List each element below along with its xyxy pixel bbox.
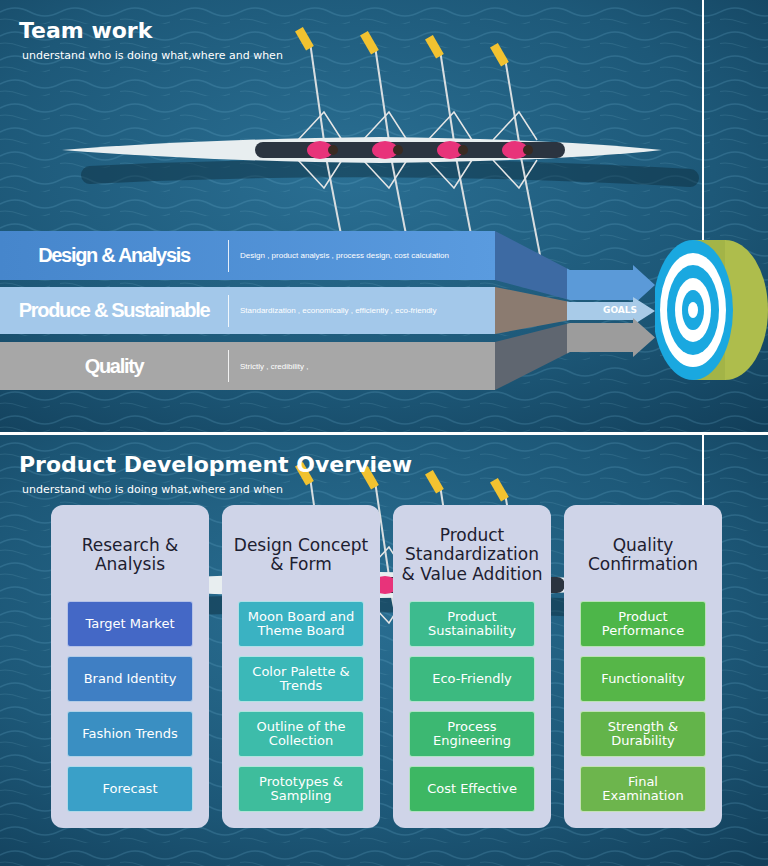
goal-label: GOALS: [603, 305, 637, 315]
task-box: Cost Effective: [409, 766, 535, 812]
column-heading: Design Concept & Form: [226, 536, 376, 574]
subtitle: understand who is doing what,where and w…: [22, 49, 283, 62]
column-header-area: Quality Confirmation: [564, 511, 722, 599]
band-description: Strictly , credibility ,: [240, 362, 308, 371]
subtitle: understand who is doing what,where and w…: [22, 483, 283, 496]
task-box: Forecast: [67, 766, 193, 812]
task-text: Outline of the Collection: [244, 720, 358, 748]
target-ring: [682, 290, 704, 330]
band-bar: Quality Strictly , credibility ,: [0, 342, 495, 390]
target-center: [688, 302, 698, 318]
target-ring: [667, 265, 719, 355]
column-header-area: Research & Analysis: [51, 511, 209, 599]
band-heading: Quality: [0, 355, 228, 378]
stage-column: Quality ConfirmationProduct PerformanceF…: [564, 505, 722, 828]
task-text: Prototypes & Sampling: [244, 775, 358, 803]
top-photo: [0, 0, 768, 432]
stage-column: Design Concept & FormMoon Board and Them…: [222, 505, 380, 828]
target-ring: [655, 240, 733, 380]
target-ring: [660, 253, 726, 367]
column-heading: Quality Confirmation: [568, 536, 718, 574]
task-text: Final Examination: [586, 775, 700, 803]
stage-column: Product Standardization & Value Addition…: [393, 505, 551, 828]
band-description: Standardization , economically , efficie…: [240, 306, 436, 315]
band-bar: Design & Analysis Design , product analys…: [0, 231, 495, 280]
bottom-photo: [0, 435, 768, 866]
band-heading: Design & Analysis: [0, 244, 228, 267]
band-heading: Produce & Sustainable: [0, 299, 228, 322]
band-divider: [228, 295, 229, 327]
task-text: Eco-Friendly: [432, 672, 512, 686]
task-box: Final Examination: [580, 766, 706, 812]
task-text: Fashion Trends: [82, 727, 178, 741]
task-text: Process Engineering: [415, 720, 529, 748]
task-box: Eco-Friendly: [409, 656, 535, 702]
column-header-area: Design Concept & Form: [222, 511, 380, 599]
task-text: Cost Effective: [427, 782, 517, 796]
task-box: Target Market: [67, 601, 193, 647]
task-box: Product Sustainability: [409, 601, 535, 647]
task-text: Strength & Durability: [586, 720, 700, 748]
band-description: Design , product analysis , process desi…: [240, 251, 449, 260]
stage-column: Research & AnalysisTarget MarketBrand Id…: [51, 505, 209, 828]
column-heading: Product Standardization & Value Addition: [397, 526, 547, 583]
goal-arrow: [495, 287, 655, 334]
section-title: Product Development Overview: [19, 452, 412, 477]
task-box: Product Performance: [580, 601, 706, 647]
task-box: Moon Board and Theme Board: [238, 601, 364, 647]
band-divider: [228, 240, 229, 272]
target-shape: [655, 240, 768, 380]
task-text: Brand Identity: [84, 672, 177, 686]
task-box: Color Palette & Trends: [238, 656, 364, 702]
task-box: Functionality: [580, 656, 706, 702]
task-text: Forecast: [102, 782, 157, 796]
band-bar: Produce & Sustainable Standardization , e…: [0, 287, 495, 334]
goal-target: GOALS: [655, 240, 768, 380]
target-ring: [675, 278, 711, 342]
task-box: Prototypes & Sampling: [238, 766, 364, 812]
task-text: Product Sustainability: [415, 610, 529, 638]
task-text: Product Performance: [586, 610, 700, 638]
task-text: Functionality: [601, 672, 684, 686]
task-box: Fashion Trends: [67, 711, 193, 757]
goal-arrow: [495, 231, 655, 305]
task-box: Brand Identity: [67, 656, 193, 702]
band-divider: [228, 350, 229, 382]
task-box: Process Engineering: [409, 711, 535, 757]
task-box: Strength & Durability: [580, 711, 706, 757]
task-text: Moon Board and Theme Board: [244, 610, 358, 638]
task-text: Target Market: [85, 617, 174, 631]
task-text: Color Palette & Trends: [244, 665, 358, 693]
page-title: Team work: [19, 18, 152, 43]
column-heading: Research & Analysis: [55, 536, 205, 574]
column-header-area: Product Standardization & Value Addition: [393, 511, 551, 599]
task-box: Outline of the Collection: [238, 711, 364, 757]
goal-arrow: [495, 318, 655, 390]
